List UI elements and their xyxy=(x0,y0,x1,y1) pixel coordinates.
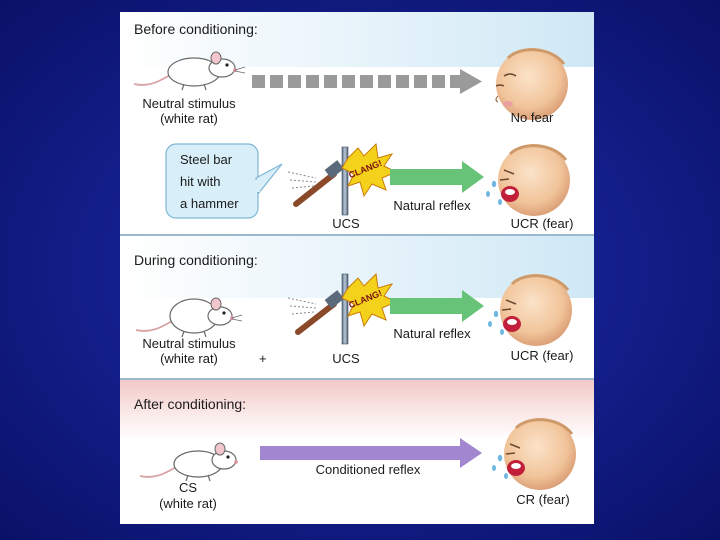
callout-text-line-3: a hammer xyxy=(180,196,239,211)
natural-reflex-label: Natural reflex xyxy=(393,198,471,213)
ucs-label: UCS xyxy=(332,351,360,366)
natural-reflex-arrow xyxy=(390,290,484,322)
white-rat-label: (white rat) xyxy=(160,351,218,366)
calm-baby-face-icon xyxy=(495,48,568,120)
ucs-label: UCS xyxy=(332,216,360,231)
clang-burst-icon xyxy=(341,142,398,198)
crying-baby-face-icon xyxy=(488,274,572,346)
white-rat-label: (white rat) xyxy=(159,496,217,511)
neutral-arrow xyxy=(252,69,482,94)
conditioned-reflex-arrow xyxy=(260,438,482,468)
white-rat-icon xyxy=(139,442,238,482)
ucr-fear-label: UCR (fear) xyxy=(510,216,574,231)
crying-baby-face-icon xyxy=(492,418,576,490)
diagram-panel: Before conditioning: Neutral stimulus (w… xyxy=(120,12,594,524)
white-rat-icon xyxy=(135,297,243,338)
before-conditioning-heading: Before conditioning: xyxy=(134,21,258,37)
section-divider xyxy=(120,234,594,236)
callout-text-line-2: hit with xyxy=(180,174,221,189)
during-conditioning-heading: During conditioning: xyxy=(134,252,258,268)
hammer-steel-bar-icon xyxy=(287,146,349,216)
natural-reflex-label: Natural reflex xyxy=(393,326,471,341)
conditioned-reflex-label: Conditioned reflex xyxy=(315,462,421,477)
callout-text-line-1: Steel bar xyxy=(180,152,233,167)
cs-label: CS xyxy=(178,480,198,495)
clang-burst-icon xyxy=(341,272,398,328)
diagram-graphics xyxy=(133,48,576,490)
white-rat-label: (white rat) xyxy=(160,111,218,126)
no-fear-label: No fear xyxy=(510,110,554,125)
plus-sign: + xyxy=(259,351,267,366)
section-divider xyxy=(120,378,594,380)
ucr-fear-label: UCR (fear) xyxy=(510,348,574,363)
neutral-stimulus-label: Neutral stimulus xyxy=(142,96,236,111)
neutral-stimulus-label: Neutral stimulus xyxy=(142,336,236,351)
callout-bubble xyxy=(165,143,283,219)
after-conditioning-heading: After conditioning: xyxy=(134,396,247,412)
cr-fear-label: CR (fear) xyxy=(516,492,570,507)
crying-baby-face-icon xyxy=(486,144,570,216)
natural-reflex-arrow xyxy=(390,161,484,193)
hammer-steel-bar-icon xyxy=(287,273,349,345)
white-rat-icon xyxy=(133,51,246,91)
